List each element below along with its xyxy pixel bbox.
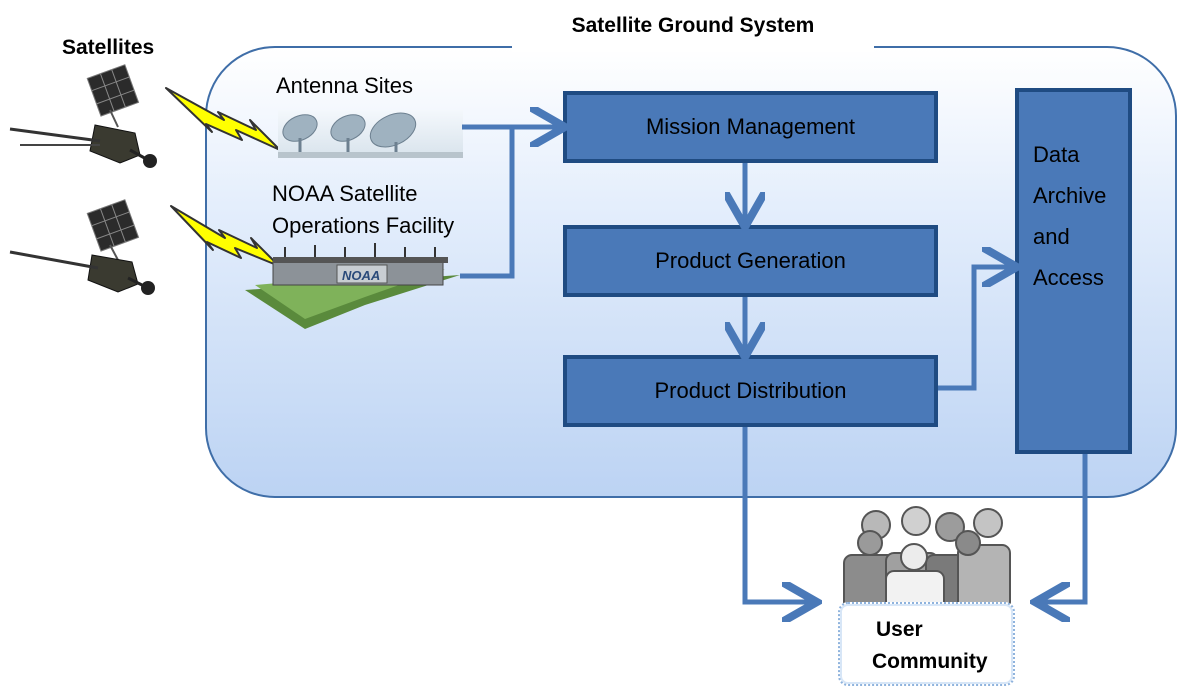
arrow-distribution-to-users bbox=[742, 427, 812, 602]
user-community-line-2: Community bbox=[872, 650, 988, 673]
antenna-dishes-icon bbox=[278, 110, 463, 158]
user-community-line-1: User bbox=[876, 618, 923, 641]
archive-label-line-2: Archive bbox=[1033, 183, 1107, 208]
archive-label-line-4: Access bbox=[1033, 265, 1104, 290]
diagram-title: Satellite Ground System bbox=[571, 14, 815, 37]
antenna-sites-label: Antenna Sites bbox=[276, 73, 413, 98]
facility-label-line-2: Operations Facility bbox=[272, 213, 455, 238]
satellite-2-icon bbox=[9, 199, 155, 295]
data-archive-access-box: Data Archive and Access bbox=[1015, 88, 1132, 454]
mission-management-box: Mission Management bbox=[563, 91, 938, 163]
arrow-distribution-to-archive bbox=[938, 267, 1012, 391]
satellite-1-icon bbox=[9, 64, 157, 168]
noaa-facility-icon: NOAA bbox=[245, 243, 460, 329]
user-community-box: User Community bbox=[838, 602, 1015, 686]
noaa-sign: NOAA bbox=[342, 268, 380, 283]
arrow-archive-to-users bbox=[1040, 454, 1088, 602]
satellites-label: Satellites bbox=[62, 36, 155, 59]
title-gap bbox=[512, 40, 874, 52]
facility-label-line-1: NOAA Satellite bbox=[272, 181, 418, 206]
archive-label-line-3: and bbox=[1033, 224, 1070, 249]
archive-label-line-1: Data bbox=[1033, 142, 1080, 167]
product-distribution-label: Product Distribution bbox=[654, 378, 847, 403]
people-group-icon bbox=[843, 506, 1011, 612]
product-generation-label: Product Generation bbox=[655, 248, 846, 273]
mission-management-label: Mission Management bbox=[645, 114, 856, 139]
facility-label: NOAA Satellite Operations Facility bbox=[272, 178, 454, 242]
line-facility-to-mission bbox=[460, 127, 515, 279]
